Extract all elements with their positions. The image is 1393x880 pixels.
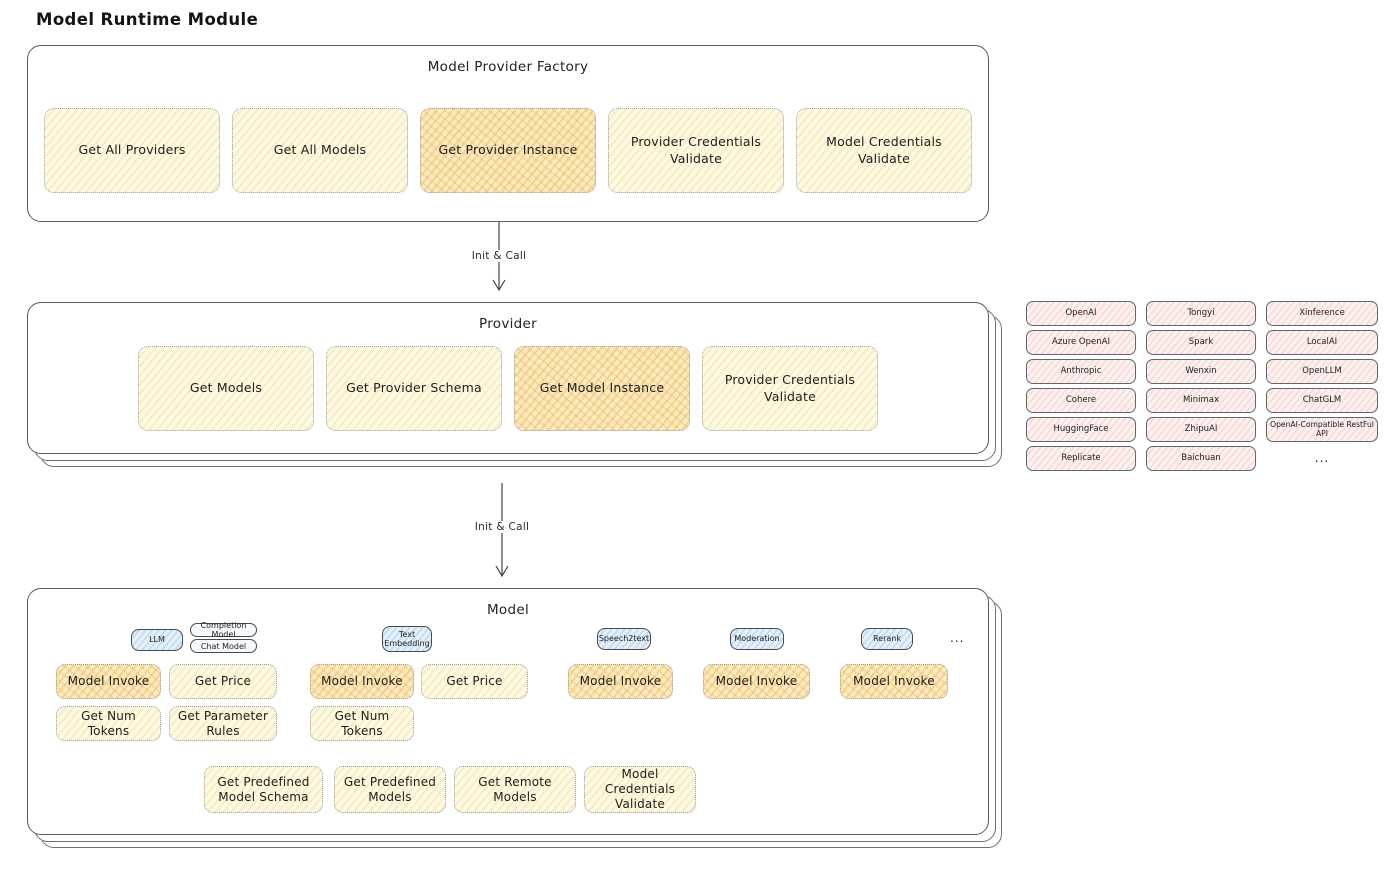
speech2text-model-invoke-node: Model Invoke	[568, 664, 673, 699]
provider-title: Provider	[479, 316, 537, 332]
provider-credentials-validate-node-2: Provider Credentials Validate	[702, 346, 878, 431]
provider-item-spark: Spark	[1146, 330, 1256, 355]
provider-item-openai: OpenAI	[1026, 301, 1136, 326]
get-models-node: Get Models	[138, 346, 314, 431]
provider-item-cohere: Cohere	[1026, 388, 1136, 413]
get-model-instance-node: Get Model Instance	[514, 346, 690, 431]
tab-moderation: Moderation	[730, 628, 784, 650]
model-credentials-validate-node-2: Model Credentials Validate	[584, 766, 696, 813]
model-provider-factory-box: Model Provider Factory Get All Providers…	[27, 45, 989, 222]
provider-item-anthropic: Anthropic	[1026, 359, 1136, 384]
get-predefined-model-schema-node: Get Predefined Model Schema	[204, 766, 323, 813]
llm-get-num-tokens-node: Get Num Tokens	[56, 706, 161, 741]
tab-llm: LLM	[131, 629, 183, 651]
model-credentials-validate-node: Model Credentials Validate	[796, 108, 972, 193]
page-title: Model Runtime Module	[36, 10, 259, 29]
llm-get-parameter-rules-node: Get Parameter Rules	[169, 706, 277, 741]
provider-item-chatglm: ChatGLM	[1266, 388, 1378, 413]
provider-list-ellipsis: ...	[1314, 450, 1330, 465]
get-provider-schema-node: Get Provider Schema	[326, 346, 502, 431]
get-remote-models-node: Get Remote Models	[454, 766, 576, 813]
provider-item-openai-compatible: OpenAI-Compatible RestFul API	[1266, 417, 1378, 442]
provider-item-localai: LocalAI	[1266, 330, 1378, 355]
get-all-models-node: Get All Models	[232, 108, 408, 193]
init-call-label-1: Init & Call	[444, 250, 554, 262]
llm-get-price-node: Get Price	[169, 664, 277, 699]
provider-item-xinference: Xinference	[1266, 301, 1378, 326]
moderation-model-invoke-node: Model Invoke	[703, 664, 810, 699]
tab-completion-model: Completion Model	[190, 621, 257, 639]
provider-item-tongyi: Tongyi	[1146, 301, 1256, 326]
tabs-ellipsis: ...	[950, 631, 965, 645]
model-provider-factory-title: Model Provider Factory	[427, 59, 589, 75]
text-embedding-get-price-node: Get Price	[421, 664, 528, 699]
init-call-label-2: Init & Call	[447, 521, 557, 533]
tab-rerank: Rerank	[861, 628, 913, 650]
text-embedding-get-num-tokens-node: Get Num Tokens	[310, 706, 414, 741]
get-all-providers-node: Get All Providers	[44, 108, 220, 193]
provider-list-grid: OpenAI Tongyi Xinference Azure OpenAI Sp…	[1026, 301, 1378, 471]
model-box: Model LLM Completion Model Chat Model Te…	[27, 588, 989, 835]
provider-item-azure-openai: Azure OpenAI	[1026, 330, 1136, 355]
rerank-model-invoke-node: Model Invoke	[840, 664, 948, 699]
provider-button-row: Get Models Get Provider Schema Get Model…	[28, 346, 988, 431]
provider-item-baichuan: Baichuan	[1146, 446, 1256, 471]
provider-item-zhipuai: ZhipuAI	[1146, 417, 1256, 442]
provider-item-minimax: Minimax	[1146, 388, 1256, 413]
tab-text-embedding: Text Embedding	[382, 626, 432, 652]
provider-item-replicate: Replicate	[1026, 446, 1136, 471]
tab-speech2text: Speech2text	[597, 628, 651, 650]
text-embedding-model-invoke-node: Model Invoke	[310, 664, 414, 699]
model-title: Model	[486, 602, 530, 618]
provider-item-wenxin: Wenxin	[1146, 359, 1256, 384]
provider-credentials-validate-node: Provider Credentials Validate	[608, 108, 784, 193]
factory-button-row: Get All Providers Get All Models Get Pro…	[28, 108, 988, 193]
llm-model-invoke-node: Model Invoke	[56, 664, 161, 699]
provider-item-huggingface: HuggingFace	[1026, 417, 1136, 442]
provider-item-openllm: OpenLLM	[1266, 359, 1378, 384]
provider-box: Provider Get Models Get Provider Schema …	[27, 302, 989, 454]
get-predefined-models-node: Get Predefined Models	[334, 766, 446, 813]
tab-chat-model: Chat Model	[190, 639, 257, 653]
get-provider-instance-node: Get Provider Instance	[420, 108, 596, 193]
